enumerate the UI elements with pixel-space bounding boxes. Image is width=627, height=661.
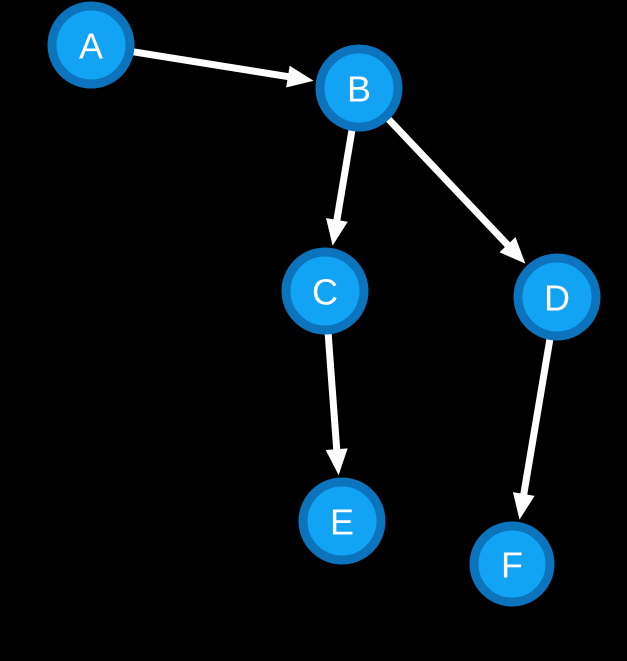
node-label-d: D [544,278,570,319]
node-label-e: E [330,502,354,543]
graph-node-c[interactable]: C [281,247,369,335]
edge-line-b-c [332,128,356,224]
graph-node-e[interactable]: E [298,477,386,565]
graph-node-d[interactable]: D [513,253,601,341]
node-circle-a[interactable] [47,1,135,89]
edge-arrowhead-b-d [499,237,526,264]
edge-c-e [324,332,348,476]
edge-a-b [131,48,314,88]
nodes-layer: A B C D E F [47,1,601,607]
graph-node-b[interactable]: B [315,44,403,132]
node-circle-e[interactable] [298,477,386,565]
node-circle-d[interactable] [513,253,601,341]
node-circle-b[interactable] [315,44,403,132]
graph-node-a[interactable]: A [47,1,135,89]
graph-node-f[interactable]: F [469,521,555,607]
node-label-c: C [312,272,338,313]
edge-b-d [385,116,526,264]
edge-arrowhead-c-e [325,448,348,476]
edge-d-f [512,337,554,520]
edge-arrowhead-a-b [286,65,314,88]
edges-layer [131,48,554,520]
edge-line-b-d [385,116,513,250]
node-circle-c[interactable] [281,247,369,335]
node-circle-f[interactable] [469,521,555,607]
node-label-a: A [79,26,103,67]
edge-arrowhead-d-f [512,492,535,520]
edge-arrowhead-b-c [326,218,348,246]
node-label-b: B [347,69,371,110]
edge-line-a-b [131,48,292,81]
node-label-f: F [501,545,523,586]
edge-line-c-e [324,332,341,453]
edge-b-c [326,128,356,246]
edge-line-d-f [519,337,554,498]
